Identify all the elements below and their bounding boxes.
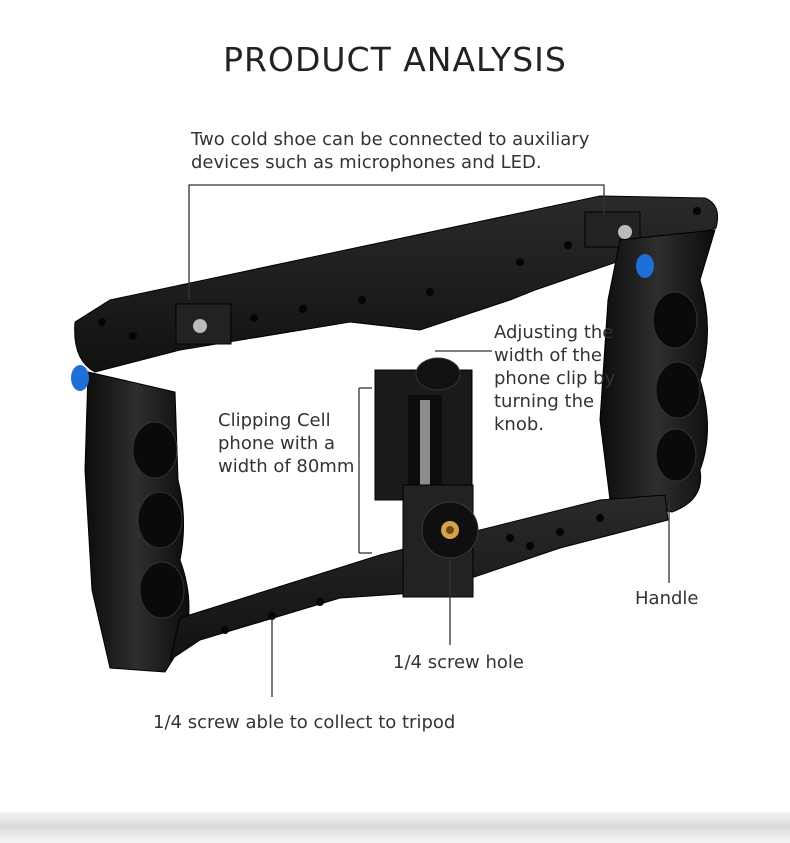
- top-plate: [74, 195, 719, 373]
- left-knob: [71, 365, 89, 391]
- cold-shoe-annotation: Two cold shoe can be connected to auxili…: [191, 129, 590, 173]
- cold-shoe-left: [175, 303, 232, 345]
- screw-hole-annotation: 1/4 screw hole: [393, 652, 524, 673]
- right-knob: [636, 254, 654, 278]
- phone-clip: [374, 357, 479, 598]
- page-title: PRODUCT ANALYSIS: [223, 40, 567, 79]
- clipping-width-annotation: Clipping Cell phone with a width of 80mm: [218, 410, 355, 477]
- adjust-clip-annotation: Adjusting the width of the phone clip by…: [494, 322, 616, 435]
- handle-annotation: Handle: [635, 588, 699, 609]
- tripod-screw-annotation: 1/4 screw able to collect to tripod: [153, 712, 456, 733]
- bottom-divider: [0, 812, 790, 843]
